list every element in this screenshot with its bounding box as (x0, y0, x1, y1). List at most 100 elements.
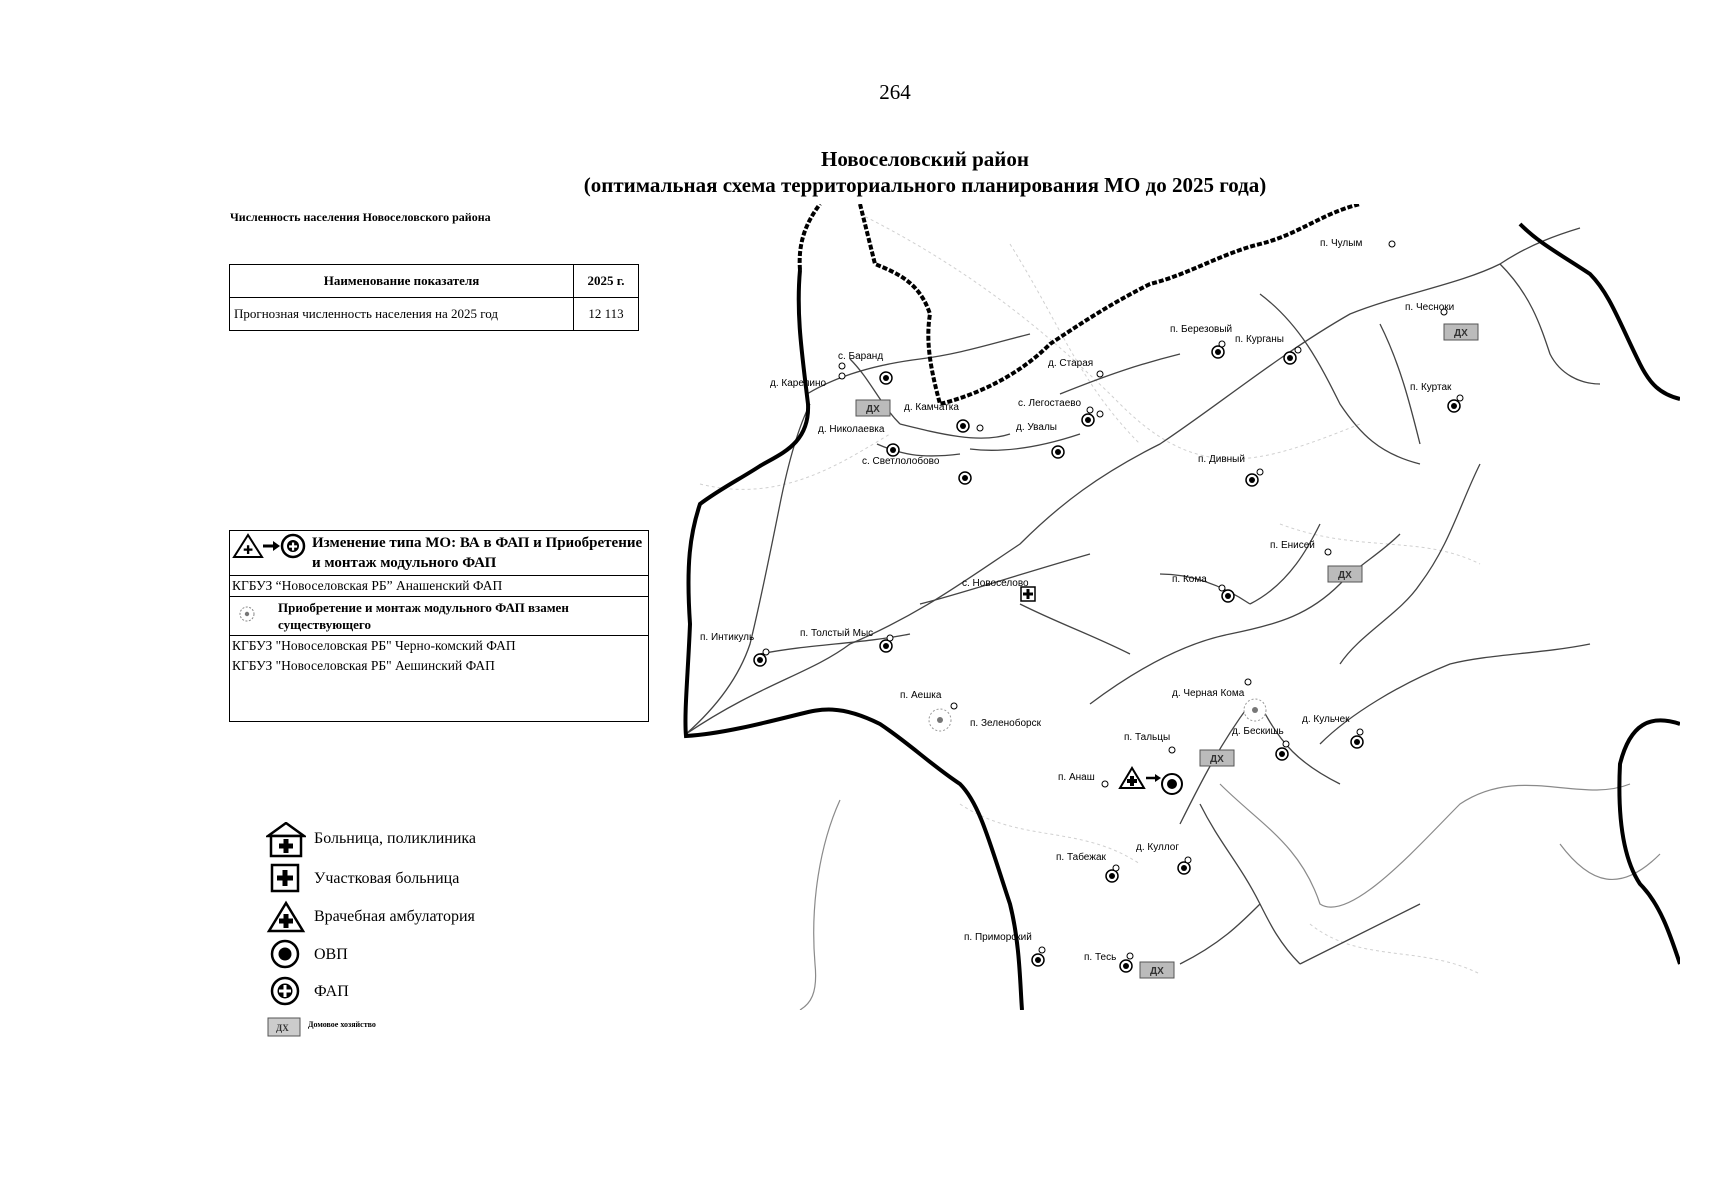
settlement-label: с. Легостаево (1018, 398, 1081, 409)
settlement-label: д. Бескишь (1232, 726, 1284, 737)
changes-box: ✚ ✚ Изменение типа МО: ВА в ФАП и Приобр… (229, 530, 649, 722)
fap-icon (1350, 735, 1364, 749)
fap-icon (1161, 773, 1183, 795)
settlement-label: п. Тальцы (1124, 732, 1170, 743)
legend-house-label: Домовое хозяйство (308, 1020, 376, 1029)
header-name: Наименование показателя (229, 264, 574, 298)
settlement-label: п. Енисей (1270, 540, 1315, 551)
district-hospital-icon (270, 863, 300, 893)
settlement-label: п. Березовый (1170, 324, 1232, 335)
settlement-label: п. Дивный (1198, 454, 1245, 465)
settlement-label: д. Камчатка (904, 402, 959, 413)
settlement-label: д. Кульчек (1302, 714, 1350, 725)
page-title: Новоселовский район (оптимальная схема т… (470, 146, 1380, 198)
district-border-southeast (1617, 718, 1680, 965)
district-border-east (1518, 222, 1680, 401)
fap-icon (753, 653, 767, 667)
modular-fap-icon (1243, 698, 1267, 722)
svg-text:ДХ: ДХ (1454, 328, 1468, 339)
svg-text:✚: ✚ (243, 543, 253, 557)
settlement-label: п. Аешка (900, 690, 942, 701)
settlement-label: д. Куллог (1136, 842, 1179, 853)
fap-icon (956, 419, 970, 433)
fap-icon (1051, 445, 1065, 459)
fap-icon (1221, 589, 1235, 603)
modular-fap-icon (928, 708, 952, 732)
changes-subtitle-row: Приобретение и монтаж модульного ФАП вза… (230, 597, 648, 636)
district-map: п. Чулым п. Чесноки п. Березовый п. Кург… (683, 204, 1680, 1010)
modular-fap-markers (928, 698, 1267, 732)
fap-icon (1081, 413, 1095, 427)
row-name: Прогнозная численность населения на 2025… (229, 297, 574, 331)
settlement-label: п. Интикуль (700, 632, 754, 643)
header-year: 2025 г. (573, 264, 639, 298)
table-row: Прогнозная численность населения на 2025… (229, 297, 639, 331)
settlement-label: с. Новоселово (962, 578, 1029, 589)
table-header-row: Наименование показателя 2025 г. (229, 264, 639, 298)
house-icon: ДХ (1443, 323, 1479, 341)
changes-title-row: ✚ ✚ Изменение типа МО: ВА в ФАП и Приобр… (230, 531, 648, 576)
svg-text:ДХ: ДХ (1338, 570, 1352, 581)
settlement-label: п. Зеленоборск (970, 717, 1042, 729)
settlement-label: п. Анаш (1058, 772, 1095, 783)
settlement-label: п. Куртак (1410, 382, 1452, 393)
rivers (799, 783, 1661, 1010)
district-border (683, 269, 1024, 1010)
settlement-label: п. Курганы (1235, 334, 1284, 345)
legend-hospital-label: Больница, поликлиника (314, 830, 477, 847)
legend-fap-label: ФАП (314, 983, 349, 1000)
settlement-label: п. Табежак (1056, 851, 1107, 863)
ovp-icon (270, 939, 300, 969)
change-type-icon: ✚ ✚ (232, 533, 306, 559)
title-line-1: Новоселовский район (820, 147, 1029, 171)
settlement-label: п. Приморский (964, 932, 1032, 943)
changes-subtitle: Приобретение и монтаж модульного ФАП вза… (278, 600, 569, 632)
settlement-label: д. Карелино (770, 378, 827, 389)
svg-text:✚: ✚ (289, 541, 298, 554)
district-hospital-icon (1020, 586, 1036, 602)
settlement-label: п. Чесноки (1405, 302, 1454, 313)
fap-markers (753, 345, 1461, 973)
fap-icon (958, 471, 972, 485)
changes-title: Изменение типа МО: ВА в ФАП и Приобретен… (312, 535, 643, 571)
legend-ovp-label: ОВП (314, 946, 348, 963)
settlement-label: п. Кома (1172, 574, 1207, 585)
ambulatory-icon (266, 900, 306, 933)
svg-text:ДХ: ДХ (1150, 966, 1164, 977)
svg-text:ДХ: ДХ (1210, 754, 1224, 765)
settlement-label: п. Тесь (1084, 952, 1116, 963)
fap-icon (1245, 473, 1259, 487)
page-number: 264 (879, 80, 911, 104)
settlement-label: с. Баранд (838, 351, 883, 362)
fap-icon (879, 371, 893, 385)
settlement-label: д. Черная Кома (1172, 688, 1245, 699)
changes-item-3: КГБУЗ "Новоселовская РБ" Аешинский ФАП (232, 658, 495, 673)
fap-icon (1283, 351, 1297, 365)
fap-icon (1447, 399, 1461, 413)
house-badge-text: ДХ (276, 1023, 289, 1033)
row-value: 12 113 (573, 297, 639, 331)
house-icon: ДХ (1139, 961, 1175, 979)
changes-item-2: КГБУЗ "Новоселовская РБ" Черно-комский Ф… (232, 638, 516, 653)
changes-item-1: КГБУЗ “Новоселовская РБ” Анашенский ФАП (230, 576, 648, 597)
legend-district-hospital-label: Участковая больница (314, 870, 460, 887)
house-icon: ДХ (1327, 565, 1363, 583)
hospital-icon (266, 822, 306, 858)
fap-icon (1119, 959, 1133, 973)
settlement-label: п. Толстый Мыс (800, 628, 873, 639)
settlement-label: с. Светлолобово (862, 455, 940, 467)
svg-text:ДХ: ДХ (866, 404, 880, 415)
settlement-label: д. Увалы (1016, 422, 1057, 433)
settlement-label: д. Старая (1048, 358, 1093, 369)
fap-icon (886, 443, 900, 457)
modular-fap-icon (239, 606, 255, 622)
fap-icon (1031, 953, 1045, 967)
district-border-north (797, 204, 1361, 407)
population-caption: Численность населения Новоселовского рай… (230, 210, 491, 224)
house-markers: ДХ ДХ ДХ ДХ ДХ (855, 323, 1479, 979)
house-icon: ДХ (855, 399, 891, 417)
house-icon: ДХ (267, 1017, 301, 1037)
fap-icon (1105, 869, 1119, 883)
fap-icon (1211, 345, 1225, 359)
legend-ambulatory-label: Врачебная амбулатория (314, 908, 475, 925)
